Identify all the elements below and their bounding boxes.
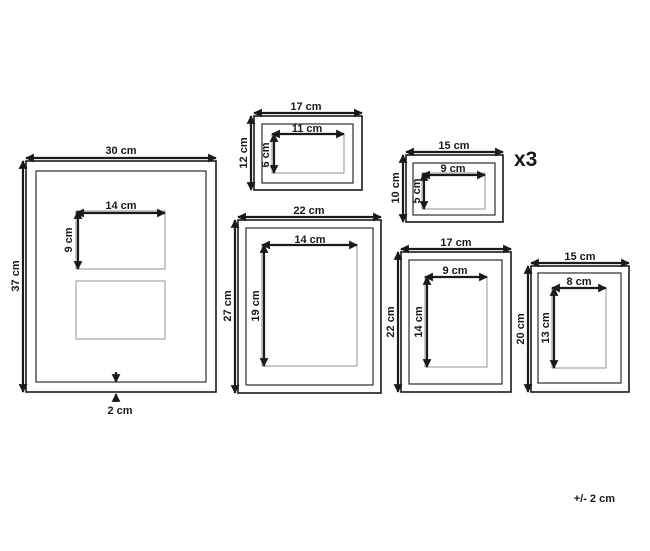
width-label: 17 cm (290, 101, 321, 113)
opening-height-label: 14 cm (413, 306, 425, 337)
frame-inner-border (261, 123, 354, 184)
opening-width-label: 14 cm (294, 234, 325, 246)
height-label: 22 cm (385, 306, 397, 337)
width-label: 15 cm (564, 251, 595, 263)
width-label: 17 cm (440, 237, 471, 249)
opening-height-label: 5 cm (411, 178, 423, 203)
opening-width-label: 8 cm (566, 276, 591, 288)
photo-window (551, 287, 607, 369)
frame-outer-border (25, 160, 217, 393)
frame-inner-border (537, 272, 622, 384)
opening-height-label: 13 cm (540, 312, 552, 343)
width-label: 15 cm (438, 140, 469, 152)
opening-height-label: 19 cm (250, 290, 262, 321)
photo-window-bottom (75, 280, 166, 340)
opening-width-label: 9 cm (442, 265, 467, 277)
opening-width-label: 9 cm (440, 163, 465, 175)
frame-inner-border (408, 259, 503, 385)
opening-width-label: 14 cm (105, 200, 136, 212)
frame-17x12: 17 cm 12 cm 11 cm 6 cm (238, 101, 363, 191)
frame-15x20: 15 cm 20 cm 8 cm 13 cm (515, 251, 630, 393)
frame-large-collage: 30 cm 37 cm 14 cm 9 cm 2 cm (10, 145, 217, 417)
opening-height-label: 9 cm (63, 227, 75, 252)
height-label: 27 cm (222, 290, 234, 321)
tolerance-note: +/- 2 cm (574, 493, 615, 505)
width-label: 30 cm (105, 145, 136, 157)
width-label: 22 cm (293, 205, 324, 217)
photo-window (271, 133, 345, 174)
frame-15x10: 15 cm 10 cm 9 cm 5 cm x3 (390, 140, 537, 223)
photo-window (424, 276, 488, 368)
photo-window-top (75, 210, 166, 270)
height-label: 12 cm (238, 137, 250, 168)
border-label: 2 cm (107, 405, 132, 417)
photo-window (421, 172, 486, 210)
height-label: 20 cm (515, 313, 527, 344)
height-label: 37 cm (10, 260, 22, 291)
frame-22x27: 22 cm 27 cm 14 cm 19 cm (222, 205, 382, 394)
frame-17x22: 17 cm 22 cm 9 cm 14 cm (385, 237, 512, 393)
opening-height-label: 6 cm (260, 142, 272, 167)
frame-inner-border (412, 162, 496, 216)
frame-inner-border (245, 227, 374, 386)
photo-window (261, 244, 358, 367)
quantity-label: x3 (514, 148, 537, 171)
frame-inner-border (35, 170, 207, 383)
height-label: 10 cm (390, 172, 402, 203)
opening-width-label: 11 cm (292, 123, 323, 135)
